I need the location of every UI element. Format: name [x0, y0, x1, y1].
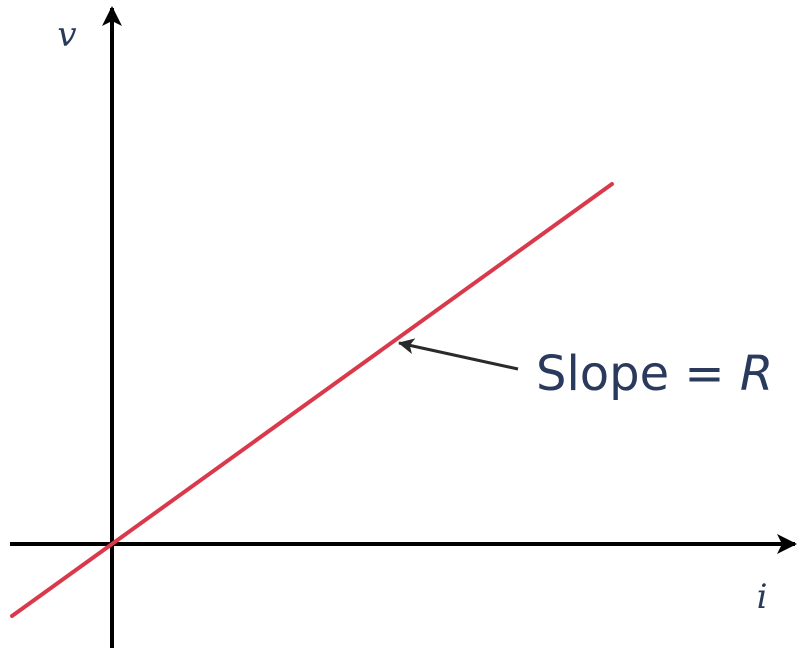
annotation-text: Slope = R [536, 346, 773, 402]
series-line [10, 182, 614, 618]
annotation-arrow [398, 338, 519, 371]
annotation-label: Slope = [536, 346, 740, 402]
annotation-symbol: R [740, 346, 773, 402]
x-axis-label: i [757, 577, 768, 617]
y-axis-label: v [57, 15, 76, 55]
